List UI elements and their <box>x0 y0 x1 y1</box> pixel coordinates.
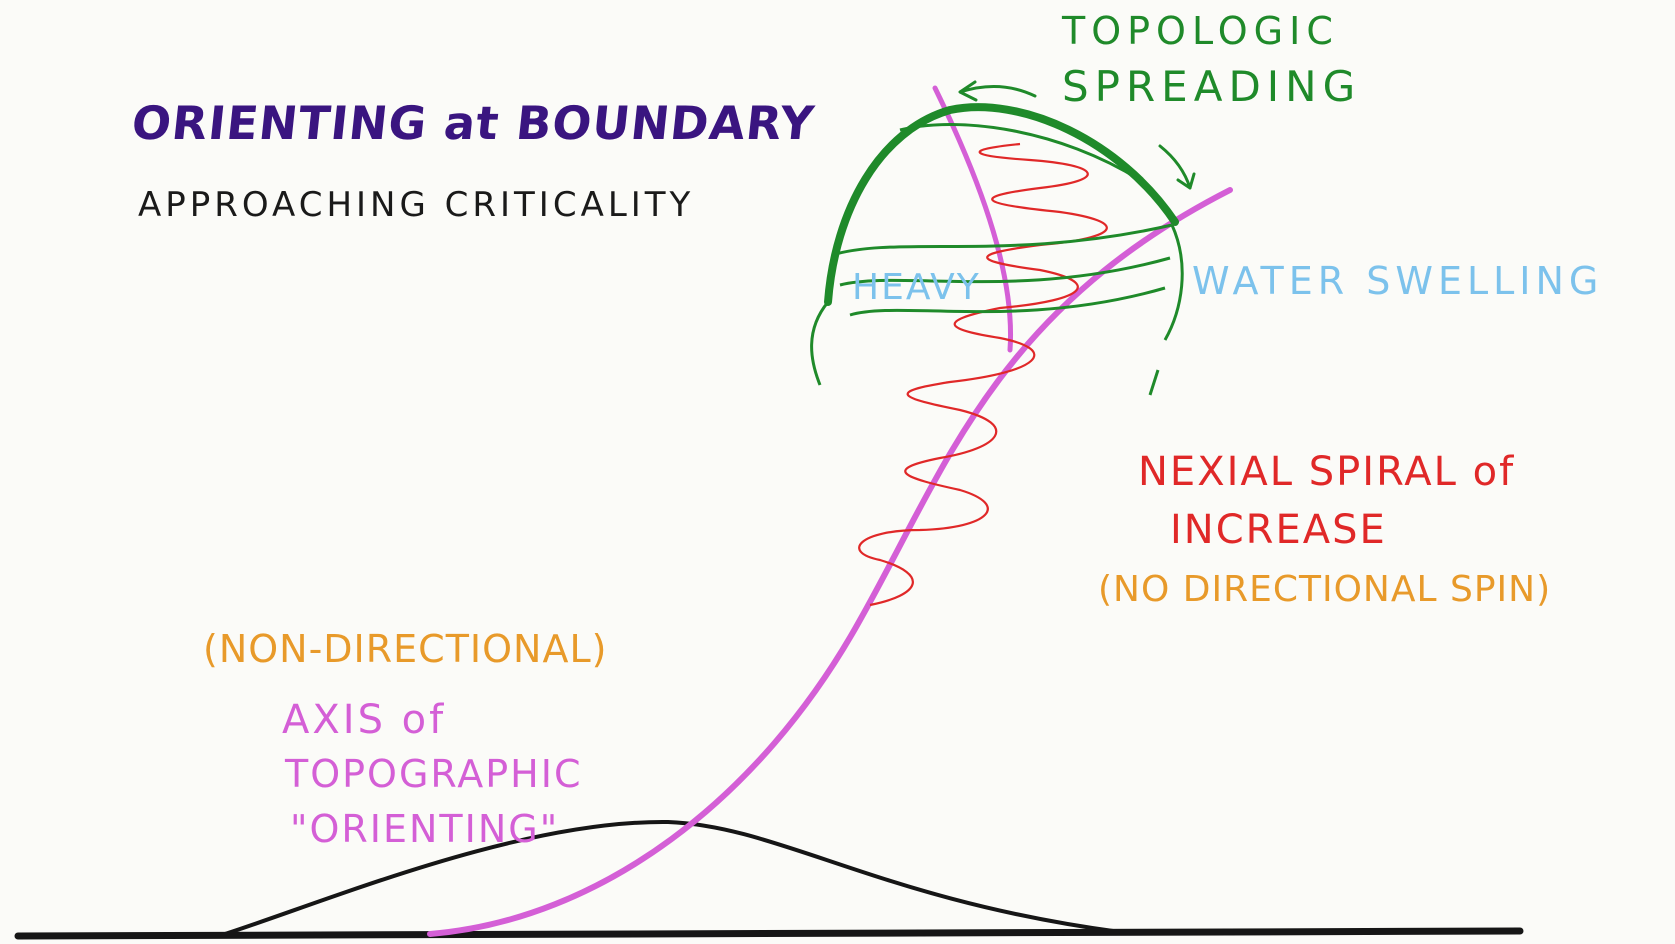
ground-baseline <box>14 927 1524 940</box>
topography-hump <box>224 819 1121 936</box>
label-water-swelling: WATER SWELLING <box>1192 259 1604 303</box>
orienting-axis-curve <box>427 187 1233 937</box>
dome-side-left <box>810 301 830 386</box>
spreading-arrow-right <box>1158 144 1196 190</box>
orienting-axis-upper <box>932 85 1014 353</box>
diagram-subtitle: APPROACHING CRITICALITY <box>138 185 695 225</box>
label-axis-of: AXIS of <box>282 697 447 743</box>
label-heavy: HEAVY <box>852 267 981 308</box>
diagram-title: ORIENTING at BOUNDARY <box>129 96 818 150</box>
topologic-dome <box>824 103 1179 306</box>
label-topologic: TOPOLOGIC <box>1062 9 1339 53</box>
label-nexial-spiral: NEXIAL SPIRAL of <box>1138 449 1516 495</box>
label-non-directional: (NON-DIRECTIONAL) <box>203 627 608 671</box>
label-spreading: SPREADING <box>1062 62 1362 111</box>
spreading-arrow-left <box>958 80 1037 102</box>
label-orienting: "ORIENTING" <box>290 807 560 851</box>
label-topographic: TOPOGRAPHIC <box>285 752 583 796</box>
nexial-spiral <box>858 142 1108 607</box>
dome-layer <box>831 122 1173 317</box>
label-no-directional-spin: (NO DIRECTIONAL SPIN) <box>1098 569 1552 610</box>
label-increase: INCREASE <box>1170 507 1387 553</box>
dome-side-right <box>1148 224 1184 396</box>
